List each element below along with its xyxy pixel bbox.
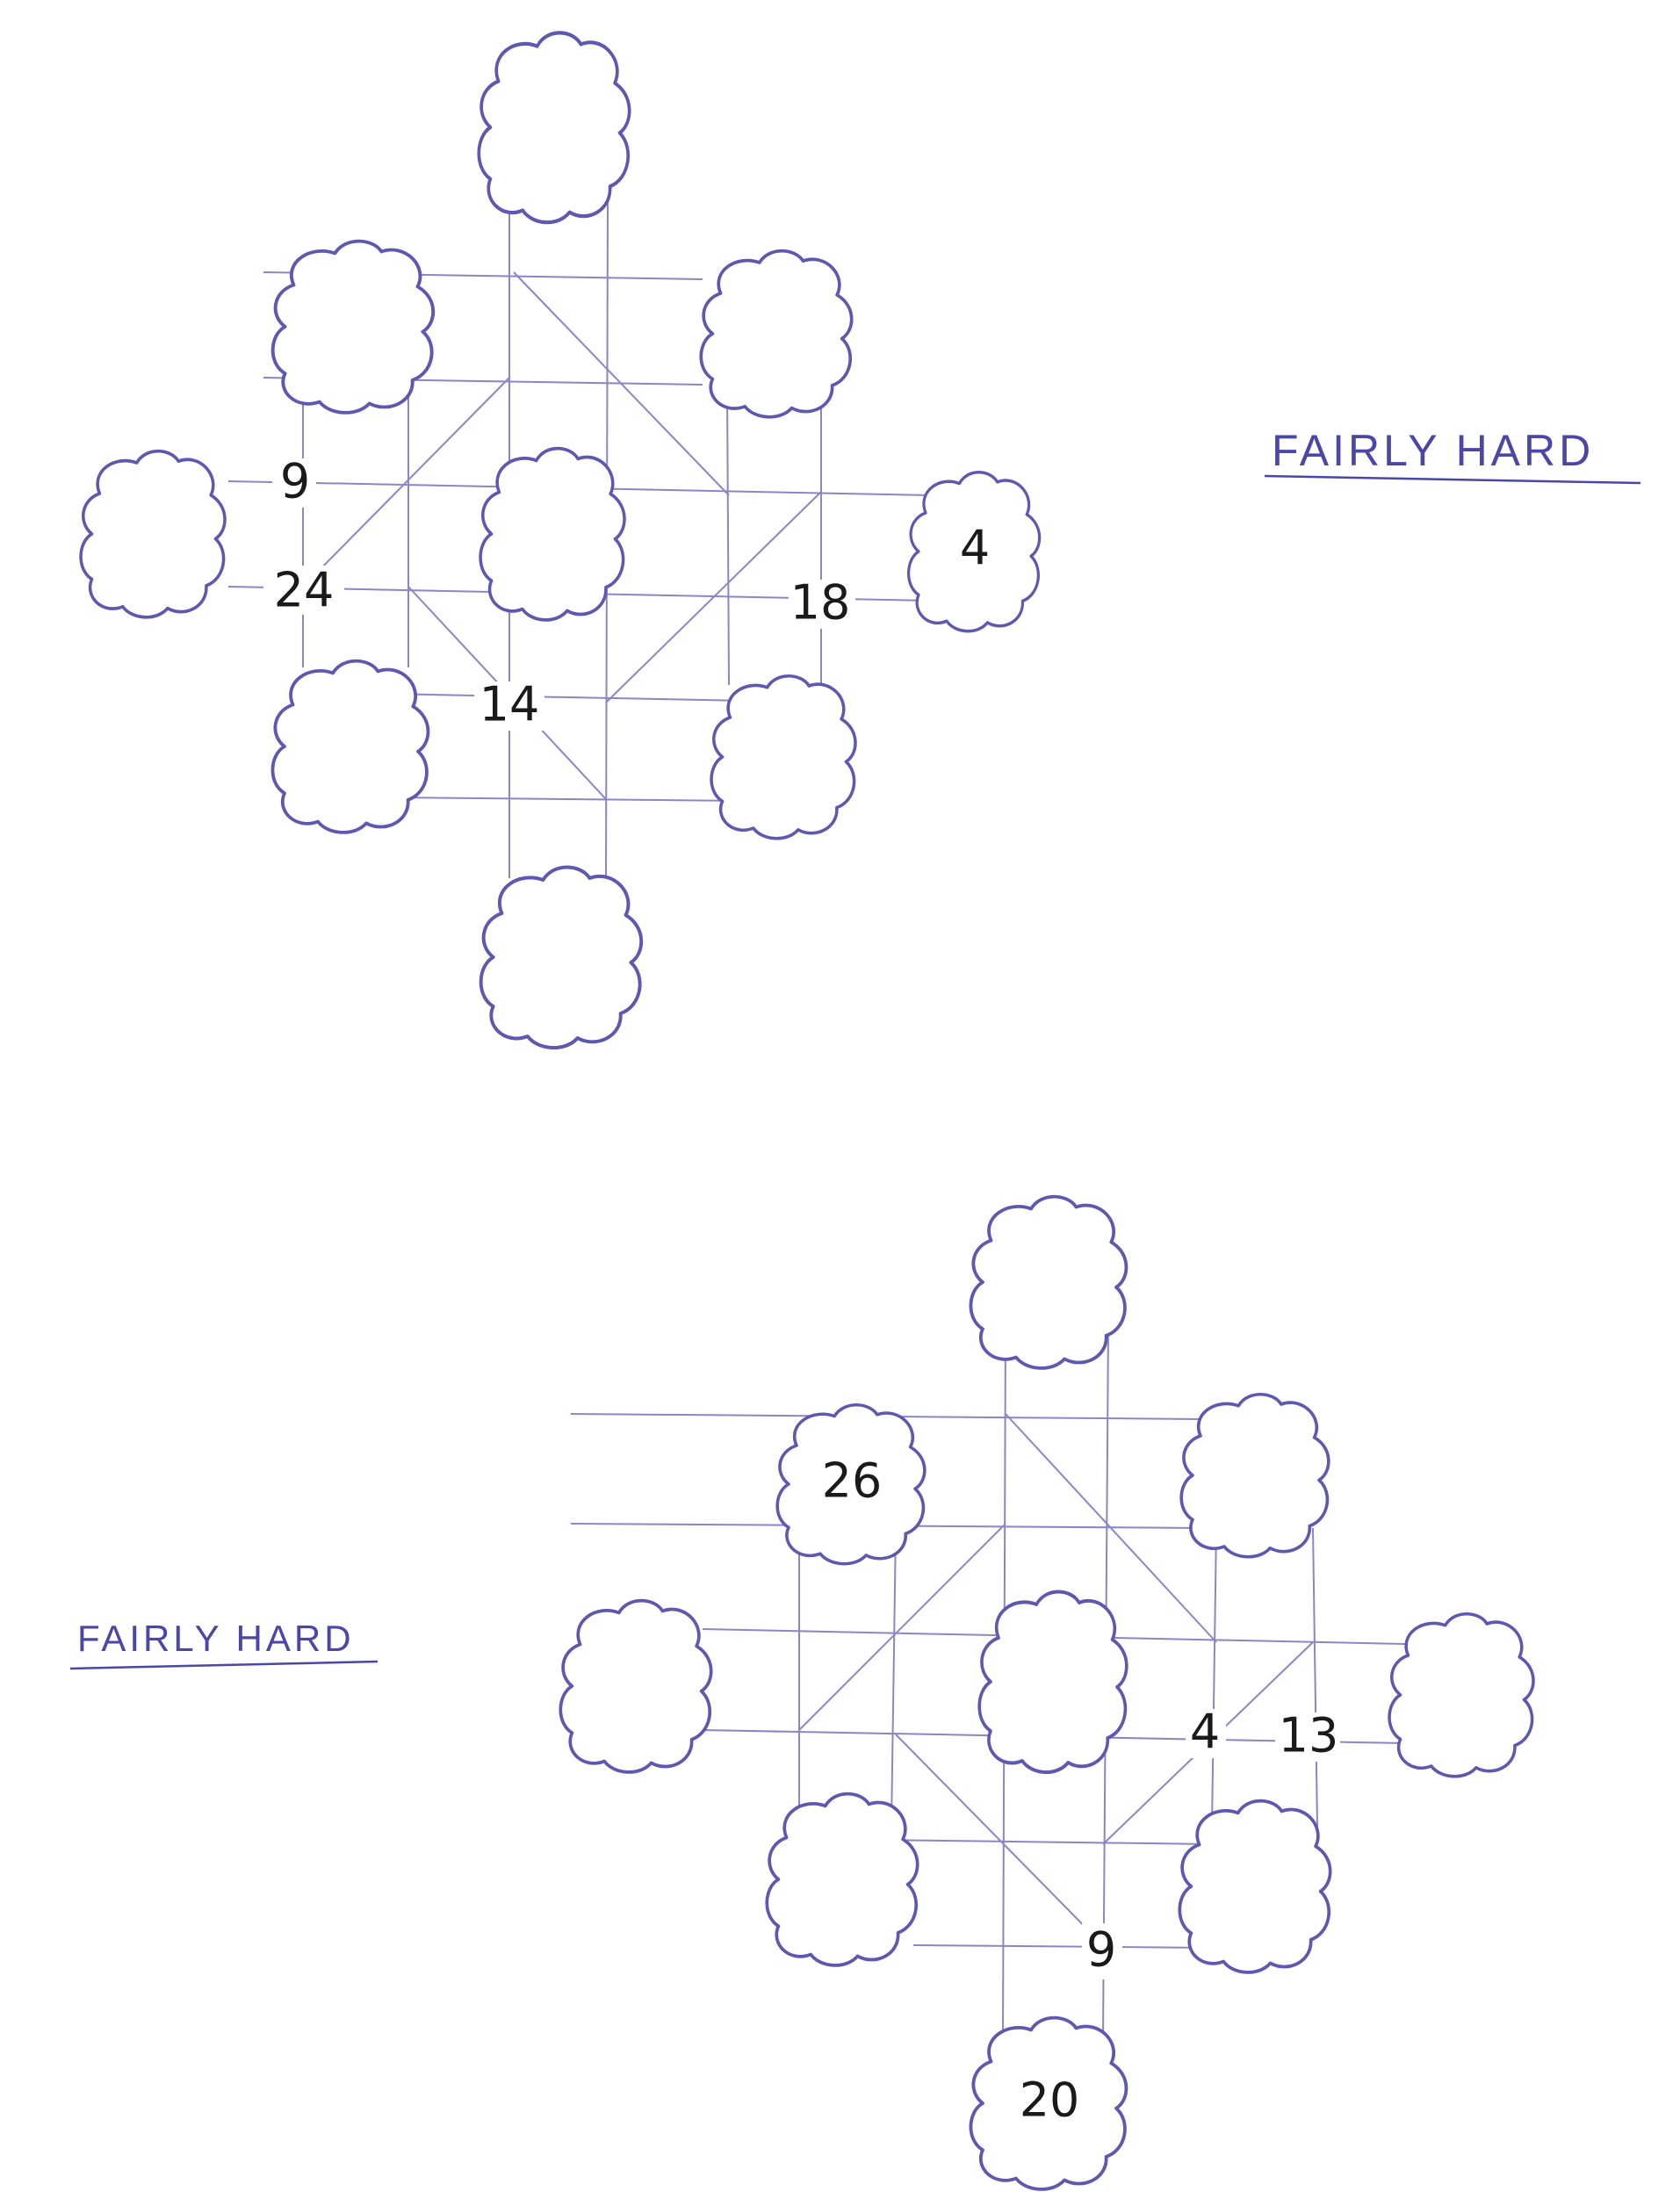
cloud-upper-right[interactable] bbox=[1179, 1392, 1330, 1559]
cloud-top[interactable] bbox=[479, 32, 629, 222]
puzzle-bottom: 26 bbox=[69, 1194, 1535, 2191]
difficulty-underline-bottom bbox=[69, 1660, 379, 1670]
cloud-lower-left[interactable] bbox=[765, 1792, 919, 1967]
difficulty-label-top: FAIRLY HARD bbox=[1272, 426, 1594, 475]
cloud-top[interactable] bbox=[969, 1194, 1128, 1370]
cloud-right[interactable] bbox=[1388, 1611, 1535, 1778]
difficulty-label-bottom: FAIRLY HARD bbox=[77, 1618, 355, 1659]
svg-text:26: 26 bbox=[822, 1453, 883, 1509]
cloud-bottom[interactable] bbox=[479, 865, 644, 1050]
cloud-right[interactable]: 4 bbox=[906, 471, 1042, 633]
cloud-center[interactable] bbox=[977, 1590, 1128, 1775]
cloud-left[interactable] bbox=[79, 449, 227, 619]
puzzle-top-clouds: 4 bbox=[79, 32, 1042, 1050]
grid-number-right-lower: 18 bbox=[790, 575, 851, 631]
puzzle-top-grid bbox=[227, 201, 932, 879]
cloud-lower-left[interactable] bbox=[270, 659, 430, 834]
grid-number-right-outer: 13 bbox=[1279, 1708, 1339, 1763]
puzzle-top-difficulty: FAIRLY HARD bbox=[1264, 426, 1641, 485]
cloud-upper-right[interactable] bbox=[699, 249, 854, 419]
puzzle-bottom-grid-numbers: 4 13 9 bbox=[1082, 1705, 1340, 1979]
cloud-upper-left[interactable] bbox=[270, 239, 436, 415]
cloud-left[interactable] bbox=[559, 1598, 713, 1774]
grid-number-bottom-left: 14 bbox=[479, 677, 540, 732]
cloud-bottom[interactable]: 20 bbox=[969, 2015, 1128, 2191]
puzzle-bottom-difficulty: FAIRLY HARD bbox=[69, 1618, 379, 1670]
grid-number-right-inner: 4 bbox=[1190, 1705, 1220, 1760]
svg-text:20: 20 bbox=[1020, 2073, 1080, 2128]
grid-number-left-upper: 9 bbox=[280, 454, 310, 509]
difficulty-underline-top bbox=[1264, 474, 1641, 485]
grid-number-left-lower: 24 bbox=[274, 563, 335, 618]
cloud-center[interactable] bbox=[479, 446, 626, 622]
grid-number-bottom-right: 9 bbox=[1086, 1922, 1116, 1978]
cloud-lower-right[interactable] bbox=[1178, 1799, 1332, 1974]
svg-text:4: 4 bbox=[960, 521, 990, 576]
cloud-upper-left[interactable]: 26 bbox=[775, 1403, 927, 1566]
puzzle-bottom-clouds: 26 bbox=[559, 1194, 1535, 2191]
puzzle-top: 4 9 24 18 14 FAIR bbox=[79, 32, 1641, 1050]
puzzle-top-grid-numbers: 9 24 18 14 bbox=[263, 454, 855, 732]
cloud-lower-right[interactable] bbox=[710, 674, 857, 840]
